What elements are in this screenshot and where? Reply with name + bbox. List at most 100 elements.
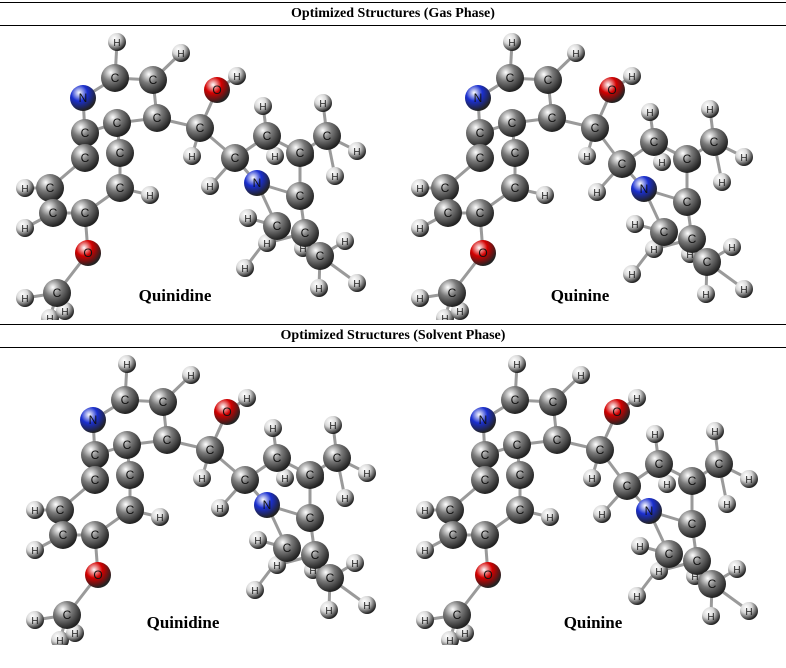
carbon-symbol: C — [91, 473, 100, 487]
carbon-symbol: C — [618, 157, 627, 171]
hydrogen-symbol: H — [241, 264, 248, 275]
hydrogen-symbol: H — [21, 224, 28, 235]
carbon-symbol: C — [665, 547, 674, 561]
hydrogen-symbol: H — [577, 371, 584, 382]
carbon-symbol: C — [56, 503, 65, 517]
hydrogen-symbol: H — [636, 542, 643, 553]
molecule-svg: HHHHHHHHHHHHHHHHHHHHHHHHCNCCCCCCCCCCOCCO… — [411, 33, 753, 327]
hydrogen-atom: H — [728, 560, 746, 578]
carbon-atom: C — [438, 279, 466, 307]
carbon-symbol: C — [623, 479, 632, 493]
hydrogen-symbol: H — [329, 421, 336, 432]
carbon-symbol: C — [301, 226, 310, 240]
hydrogen-atom: H — [536, 186, 554, 204]
hydrogen-atom: H — [593, 505, 611, 523]
carbon-atom: C — [640, 128, 668, 156]
hydrogen-symbol: H — [31, 506, 38, 517]
hydrogen-atom: H — [348, 142, 366, 160]
carbon-atom: C — [81, 441, 109, 469]
oxygen-symbol: O — [93, 568, 102, 582]
hydrogen-symbol: H — [740, 285, 747, 296]
oxygen-symbol: O — [483, 568, 492, 582]
hydrogen-atom: H — [182, 366, 200, 384]
oxygen-symbol: O — [83, 246, 92, 260]
hydrogen-atom: H — [623, 67, 641, 85]
carbon-symbol: C — [693, 554, 702, 568]
molecule-svg: HHHHHHHHHHHHHHHHHHHHHHHHCNCCCCCCCCCCOCCO… — [16, 33, 366, 327]
hydrogen-atom: H — [631, 537, 649, 555]
carbon-atom: C — [678, 510, 706, 538]
hydrogen-symbol: H — [331, 172, 338, 183]
hydrogen-atom: H — [697, 285, 715, 303]
hydrogen-atom: H — [411, 219, 429, 237]
hydrogen-atom: H — [626, 215, 644, 233]
carbon-atom: C — [103, 109, 131, 137]
carbon-symbol: C — [126, 468, 135, 482]
carbon-symbol: C — [446, 503, 455, 517]
carbon-symbol: C — [481, 473, 490, 487]
carbon-symbol: C — [506, 71, 515, 85]
hydrogen-atom: H — [276, 469, 294, 487]
oxygen-atom: O — [204, 77, 230, 103]
hydrogen-atom: H — [228, 67, 246, 85]
nitrogen-atom: N — [80, 407, 106, 433]
carbon-symbol: C — [481, 448, 490, 462]
carbon-atom: C — [693, 248, 721, 276]
hydrogen-atom: H — [151, 508, 169, 526]
oxygen-atom: O — [604, 399, 630, 425]
hydrogen-atom: H — [623, 265, 641, 283]
carbon-atom: C — [153, 426, 181, 454]
carbon-atom: C — [678, 467, 706, 495]
oxygen-atom: O — [75, 240, 101, 266]
hydrogen-atom: H — [628, 389, 646, 407]
carbon-symbol: C — [311, 548, 320, 562]
hydrogen-atom: H — [236, 259, 254, 277]
carbon-atom: C — [466, 199, 494, 227]
carbon-atom: C — [231, 466, 259, 494]
hydrogen-symbol: H — [628, 270, 635, 281]
hydrogen-symbol: H — [21, 294, 28, 305]
hydrogen-symbol: H — [341, 237, 348, 248]
carbon-symbol: C — [91, 448, 100, 462]
carbon-atom: C — [581, 114, 609, 142]
carbon-symbol: C — [708, 577, 717, 591]
hydrogen-symbol: H — [251, 586, 258, 597]
hydrogen-symbol: H — [271, 152, 278, 163]
carbon-symbol: C — [206, 443, 215, 457]
hydrogen-atom: H — [201, 177, 219, 195]
hydrogen-atom: H — [701, 100, 719, 118]
hydrogen-symbol: H — [728, 243, 735, 254]
carbon-symbol: C — [121, 393, 130, 407]
carbon-atom: C — [253, 122, 281, 150]
hydrogen-symbol: H — [663, 480, 670, 491]
carbon-symbol: C — [263, 129, 272, 143]
carbon-atom: C — [106, 174, 134, 202]
carbon-symbol: C — [511, 146, 520, 160]
carbon-atom: C — [296, 461, 324, 489]
carbon-atom: C — [286, 139, 314, 167]
hydrogen-atom: H — [641, 103, 659, 121]
oxygen-symbol: O — [212, 83, 221, 97]
nitrogen-symbol: N — [479, 413, 488, 427]
hydrogen-symbol: H — [273, 561, 280, 572]
hydrogen-atom: H — [588, 183, 606, 201]
carbon-atom: C — [81, 466, 109, 494]
carbon-symbol: C — [476, 151, 485, 165]
carbon-symbol: C — [596, 443, 605, 457]
hydrogen-atom: H — [118, 355, 136, 373]
hydrogen-symbol: H — [319, 99, 326, 110]
hydrogen-symbol: H — [691, 572, 698, 583]
nitrogen-atom: N — [254, 492, 280, 518]
hydrogen-atom: H — [411, 289, 429, 307]
hydrogen-atom: H — [416, 541, 434, 559]
carbon-symbol: C — [476, 206, 485, 220]
hydrogen-symbol: H — [718, 178, 725, 189]
carbon-atom: C — [113, 431, 141, 459]
hydrogen-symbol: H — [745, 607, 752, 618]
carbon-atom: C — [221, 144, 249, 172]
carbon-symbol: C — [449, 528, 458, 542]
solvent-quinidine-structure: HHHHHHHHHHHHHHHHHHHHHHHHCNCCCCCCCCCCOCCO… — [15, 350, 395, 649]
carbon-atom: C — [53, 601, 81, 629]
hydrogen-symbol: H — [508, 38, 515, 49]
hydrogen-atom: H — [239, 209, 257, 227]
